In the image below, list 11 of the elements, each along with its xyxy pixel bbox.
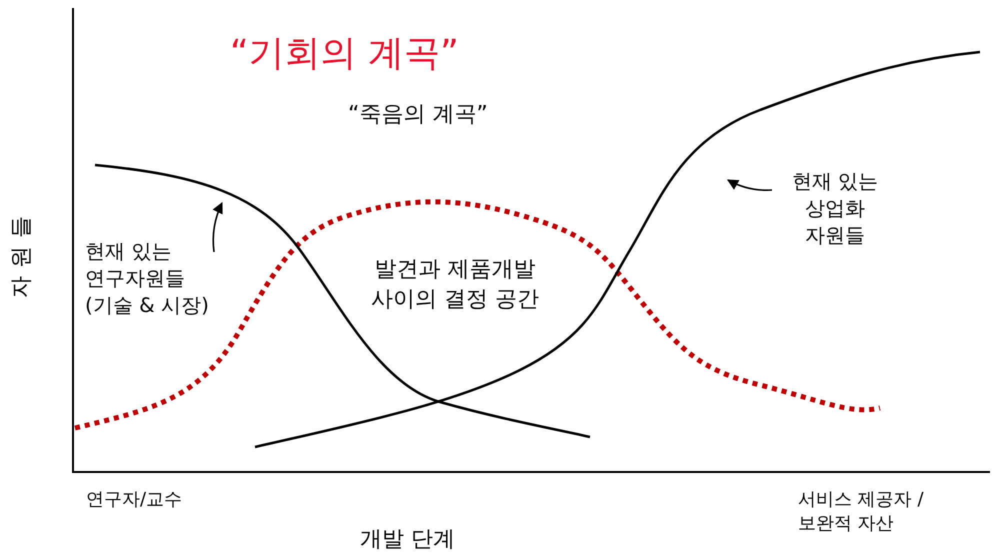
valley-subtitle: “죽음의 계곡” <box>348 101 489 129</box>
axis-end-label: 서비스 제공자 / 보완적 자산 <box>798 488 925 536</box>
leader-arrow <box>727 179 772 191</box>
annotation-text: 현재 있는 상업화 자원들 <box>775 168 895 249</box>
region-label: 발견과 제품개발 사이의 결정 공간 <box>370 256 540 314</box>
leader-arrow <box>212 202 223 252</box>
annotation-text: 현재 있는 연구자원들 (기술 & 시장) <box>85 238 220 319</box>
axis-title: 개발 단계 <box>360 526 456 554</box>
axis-start-label: 연구자/교수 <box>86 488 184 512</box>
valley-title: “기회의 계곡” <box>230 32 460 76</box>
axis-title: 자원들 <box>8 206 36 300</box>
